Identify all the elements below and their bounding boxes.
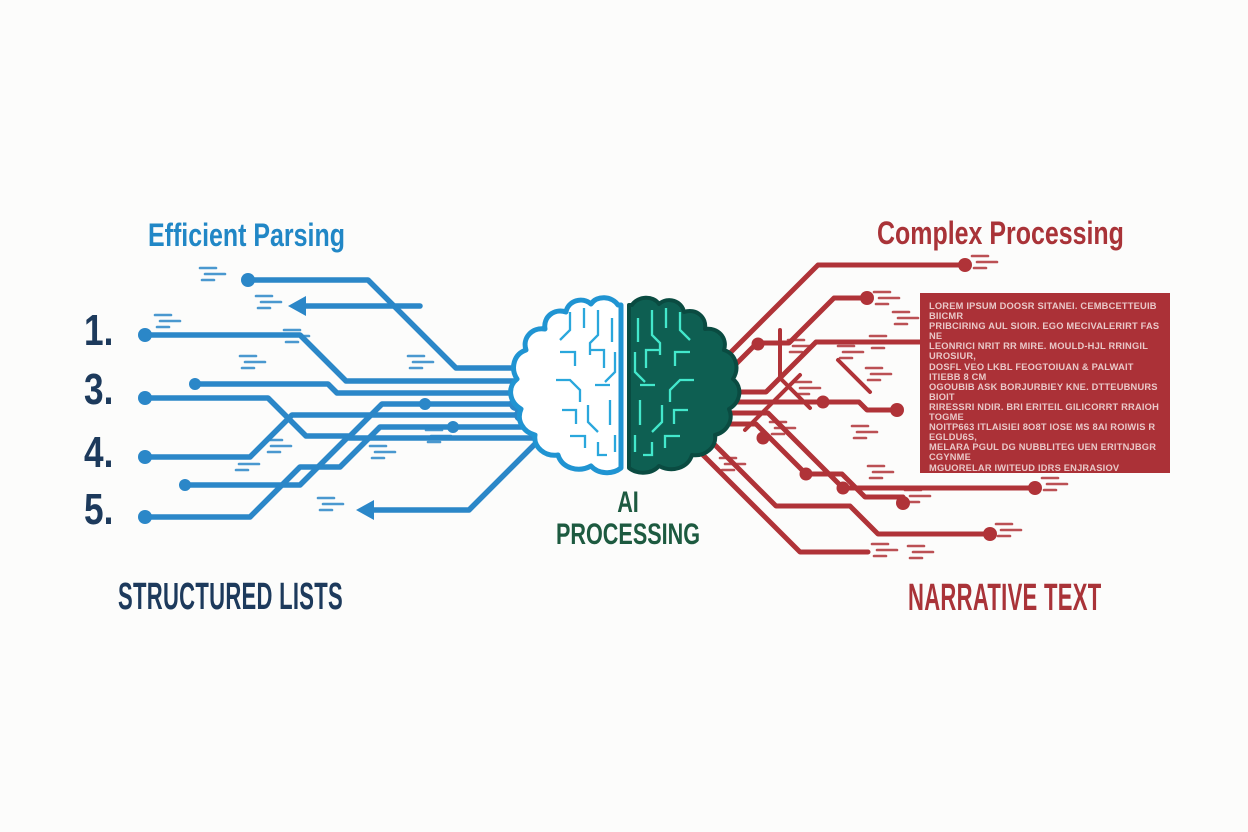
list-number-3: 3. — [84, 365, 114, 414]
list-number-1: 1. — [84, 306, 114, 355]
left-circuit-traces — [142, 277, 548, 520]
narrative-text-block: LOREM IPSUM DOOSR SITANEI. CEMBCETTEUIB … — [920, 293, 1170, 473]
brain-icon — [511, 298, 742, 473]
left-section-title: Efficient Parsing — [148, 217, 345, 253]
list-number-5: 5. — [84, 485, 114, 534]
right-section-title: Complex Processing — [877, 215, 1124, 251]
right-circuit-traces — [695, 262, 1038, 555]
ai-processing-line2: PROCESSING — [556, 518, 701, 551]
list-number-4: 4. — [84, 428, 114, 477]
ai-processing-line1: AI — [617, 486, 639, 519]
left-arrow-icon — [288, 296, 374, 520]
ai-processing-label: AI PROCESSING — [556, 487, 700, 551]
right-caption: NARRATIVE TEXT — [908, 577, 1102, 619]
left-caption: STRUCTURED LISTS — [118, 576, 344, 618]
